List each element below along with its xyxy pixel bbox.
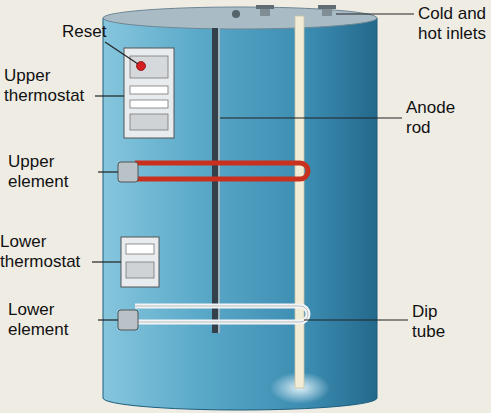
leader-line [95, 95, 124, 96]
top-hole [232, 10, 240, 18]
hot-inlet [260, 8, 270, 16]
heating-element-outline [135, 306, 308, 322]
thermostat-box [121, 237, 159, 287]
terminal-strip [130, 86, 168, 94]
terminal-strip [130, 100, 168, 108]
part-label: Lower thermostat [0, 232, 92, 272]
lower-thermostat [121, 237, 159, 287]
upper-element [118, 162, 308, 182]
inlet-cap [318, 5, 336, 9]
thermostat-box [124, 48, 174, 138]
leader-line [105, 42, 138, 64]
reset-button [137, 62, 146, 71]
leader-line [98, 319, 118, 320]
leader-line [92, 261, 121, 262]
part-label: Dip tube [412, 302, 462, 342]
part-label: Cold and hot inlets [418, 4, 490, 44]
part-label: Lower element [8, 300, 98, 340]
heating-element [135, 163, 308, 179]
part-label: Upper thermostat [4, 66, 96, 106]
upper-thermostat [124, 48, 174, 138]
tank-top [103, 7, 377, 29]
leader-line [98, 171, 118, 172]
part-label: Upper element [8, 152, 98, 192]
inlet-cap [256, 5, 274, 9]
thermostat-panel [130, 56, 168, 78]
element-nut [118, 310, 138, 330]
lower-element [118, 306, 308, 330]
part-label: Anode rod [406, 98, 466, 138]
leader-line [220, 117, 402, 118]
tank-body [103, 18, 377, 410]
leader-line [304, 319, 408, 320]
terminal-strip [126, 244, 154, 254]
heating-element [135, 306, 308, 322]
leader-lines [92, 14, 414, 320]
dial [130, 114, 168, 130]
dip-tube-shape [295, 16, 304, 388]
leader-line [336, 13, 414, 14]
cold-inlet [322, 8, 332, 16]
element-nut [118, 162, 138, 182]
tank [103, 5, 377, 410]
part-label: Reset [62, 22, 122, 42]
dip-tube [270, 16, 330, 404]
dial [126, 262, 154, 278]
